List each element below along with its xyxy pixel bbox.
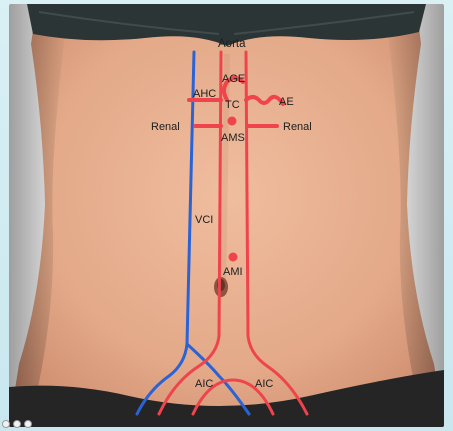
ams-origin-dot bbox=[227, 116, 237, 126]
info-icon[interactable] bbox=[24, 420, 32, 428]
label-ahc: AHC bbox=[193, 88, 216, 100]
iliac-vein-line bbox=[185, 342, 251, 416]
label-ae: AE bbox=[279, 96, 294, 108]
label-age: AGE bbox=[222, 73, 245, 85]
label-ami: AMI bbox=[223, 266, 243, 278]
ami-origin-dot bbox=[228, 252, 238, 262]
label-aic-left: AIC bbox=[195, 378, 213, 390]
label-ams: AMS bbox=[221, 132, 245, 144]
viewer-toolbar bbox=[2, 419, 32, 429]
torso-shadow-left bbox=[9, 4, 69, 427]
abdomen-photo: Aorta AGE AHC TC AE Renal Renal AMS VCI … bbox=[9, 4, 444, 427]
underwear bbox=[9, 370, 444, 427]
label-aorta: Aorta bbox=[218, 38, 246, 50]
aorta-line-left bbox=[157, 50, 223, 416]
bra-lace bbox=[38, 11, 415, 35]
label-renal-left: Renal bbox=[151, 121, 180, 133]
ae-branch bbox=[244, 94, 285, 106]
aortic-bifurcation-line bbox=[191, 378, 275, 416]
label-tc: TC bbox=[225, 99, 240, 111]
vascular-diagram: Aorta AGE AHC TC AE Renal Renal AMS VCI … bbox=[9, 4, 444, 427]
bra bbox=[27, 4, 426, 46]
vena-cava-line bbox=[135, 50, 196, 416]
torso bbox=[9, 4, 444, 427]
aorta-line-right bbox=[244, 50, 309, 416]
zoom-icon[interactable] bbox=[2, 420, 10, 428]
label-aic-right: AIC bbox=[255, 378, 273, 390]
torso-shadow-right bbox=[384, 4, 444, 427]
search-icon[interactable] bbox=[13, 420, 21, 428]
age-branch bbox=[222, 76, 245, 102]
label-renal-right: Renal bbox=[283, 121, 312, 133]
label-vci: VCI bbox=[195, 214, 213, 226]
